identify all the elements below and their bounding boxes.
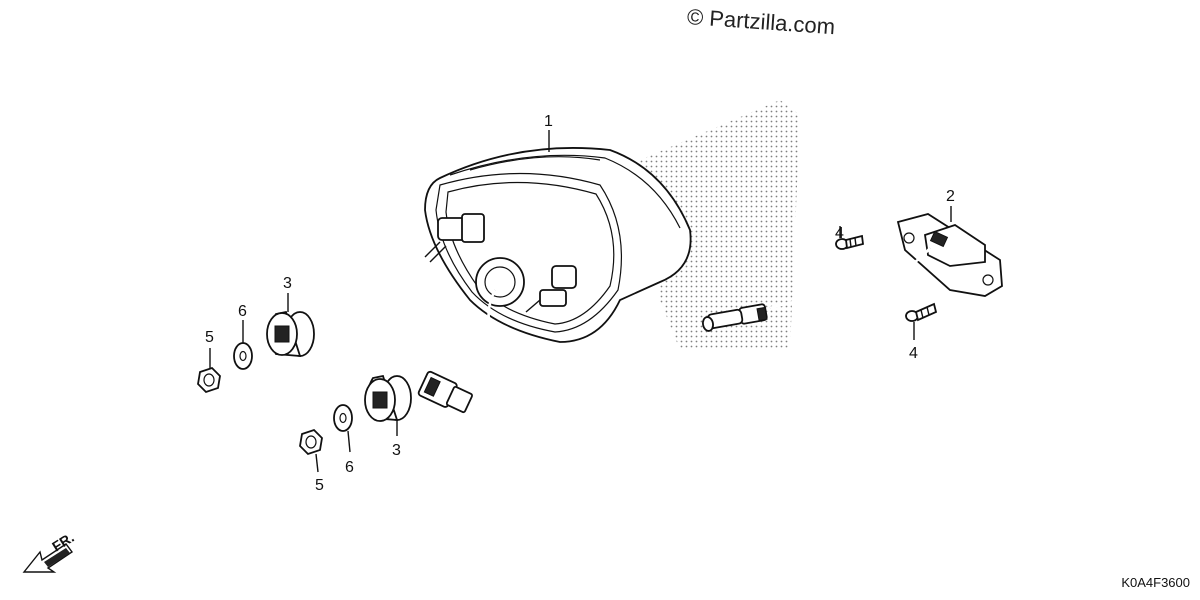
grommet-right[interactable] bbox=[364, 374, 412, 422]
callout-3-left: 3 bbox=[283, 275, 292, 292]
leader-line bbox=[315, 453, 319, 473]
shading-pattern bbox=[640, 100, 800, 350]
nut-left[interactable] bbox=[197, 366, 221, 394]
diagram-code: K0A4F3600 bbox=[1121, 575, 1190, 590]
nut-right[interactable] bbox=[299, 428, 323, 456]
license-light-assembly[interactable] bbox=[702, 213, 1003, 332]
washer-left[interactable] bbox=[233, 342, 253, 370]
tail-light-assembly[interactable] bbox=[417, 147, 692, 416]
callout-4-lower: 4 bbox=[909, 345, 918, 362]
callout-5-right: 5 bbox=[315, 477, 324, 494]
callout-4-upper: 4 bbox=[835, 225, 844, 242]
callout-2: 2 bbox=[946, 188, 955, 205]
screw-lower[interactable] bbox=[905, 302, 938, 322]
front-arrow-icon bbox=[22, 543, 74, 573]
screw-upper[interactable] bbox=[835, 234, 864, 250]
callout-5-left: 5 bbox=[205, 329, 214, 346]
washer-right[interactable] bbox=[333, 404, 353, 432]
grommet-left[interactable] bbox=[266, 310, 315, 358]
callout-6-left: 6 bbox=[238, 303, 247, 320]
front-label: FR. bbox=[49, 529, 77, 555]
callout-6-right: 6 bbox=[345, 459, 354, 476]
callout-3-right: 3 bbox=[392, 442, 401, 459]
callout-1: 1 bbox=[544, 113, 553, 130]
leader-line bbox=[347, 430, 351, 453]
